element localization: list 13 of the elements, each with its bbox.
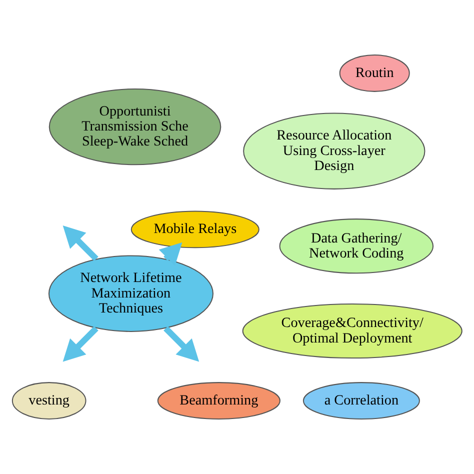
node-ellipse: Mobile Relays [130,210,260,248]
node-ellipse: a Correlation [302,382,420,420]
arrow [62,326,98,362]
arrow [62,225,98,262]
node-ellipse: Resource Allocation Using Cross-layer Design [243,112,426,190]
arrow [164,326,200,362]
node-ellipse: Data Gathering/ Network Coding [279,218,434,274]
node-ellipse: Coverage&Connectivity/ Optimal Deployment [242,303,462,359]
node-ellipse: Beamforming [157,382,280,420]
node-ellipse: Routin [339,54,410,92]
node-ellipse: vesting [12,382,86,420]
node-ellipse: Network Lifetime Maximization Techniques [48,255,214,332]
node-ellipse: Opportunisti Transmission Sche Sleep-Wake Sched [48,88,222,166]
